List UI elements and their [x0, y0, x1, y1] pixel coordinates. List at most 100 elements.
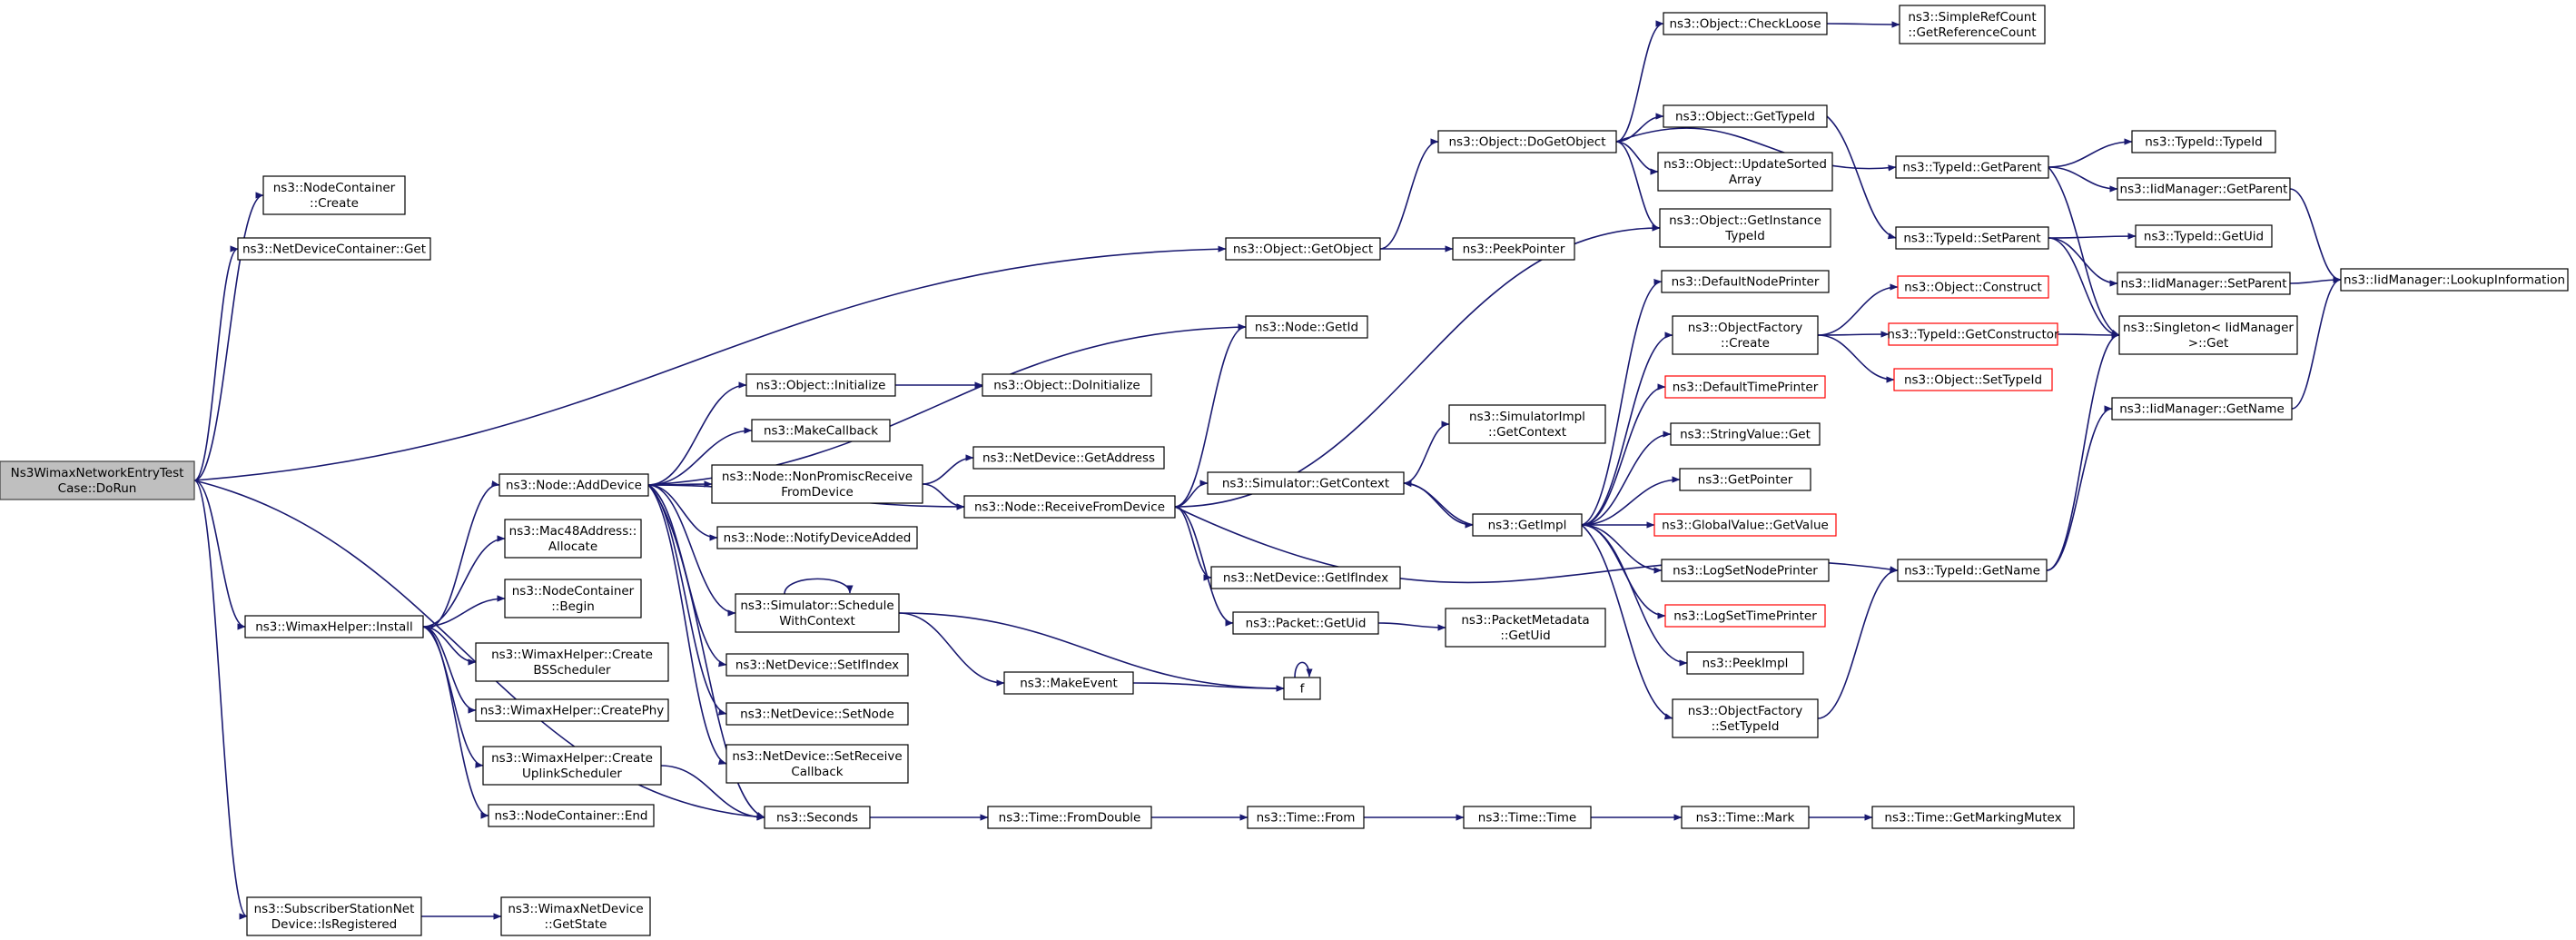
- node-label-line: ns3::WimaxHelper::Create: [491, 751, 653, 766]
- node-node-notify[interactable]: ns3::Node::NotifyDeviceAdded: [716, 526, 918, 549]
- edge-node_rfd-to-nd_getif: [1174, 506, 1212, 581]
- node-nc-begin[interactable]: ns3::NodeContainer::Begin: [504, 579, 642, 618]
- node-simimpl-getctx[interactable]: ns3::SimulatorImpl::GetContext: [1448, 404, 1606, 444]
- node-label-line: ns3::Object::GetObject: [1233, 242, 1373, 257]
- edge-sim_sched-to-makeevent: [898, 612, 1005, 687]
- edge-tid_getparent-to-singleton_get: [2048, 166, 2120, 336]
- node-obj-gettypeid[interactable]: ns3::Object::GetTypeId: [1663, 104, 1828, 128]
- node-obj-doinit[interactable]: ns3::Object::DoInitialize: [982, 373, 1152, 397]
- node-tid-getctor[interactable]: ns3::TypeId::GetConstructor: [1887, 322, 2059, 346]
- node-wnd-getstate[interactable]: ns3::WimaxNetDevice::GetState: [500, 896, 651, 936]
- node-obj-settypeid[interactable]: ns3::Object::SetTypeId: [1893, 368, 2053, 391]
- node-label-line: ns3::TypeId::GetName: [1904, 564, 2040, 579]
- node-pm-getuid[interactable]: ns3::PacketMetadata::GetUid: [1445, 608, 1606, 648]
- edge-node_npr-to-node_rfd: [922, 483, 965, 510]
- node-gv-getvalue[interactable]: ns3::GlobalValue::GetValue: [1653, 513, 1837, 537]
- node-label-line: ns3::WimaxHelper::Create: [491, 648, 653, 662]
- node-sim-getctx[interactable]: ns3::Simulator::GetContext: [1207, 471, 1405, 495]
- edge-wh_install-to-nc_begin: [422, 595, 506, 628]
- node-sv-get[interactable]: ns3::StringValue::Get: [1670, 422, 1821, 446]
- edge-node_rfd-to-sim_getctx: [1174, 480, 1209, 508]
- node-time-mark[interactable]: ns3::Time::Mark: [1681, 806, 1810, 829]
- node-label-line: ::GetReferenceCount: [1908, 25, 2036, 40]
- node-tid-getparent[interactable]: ns3::TypeId::GetParent: [1895, 155, 2049, 179]
- edge-root-to-ss_isreg: [193, 480, 248, 920]
- node-wh-phy[interactable]: ns3::WimaxHelper::CreatePhy: [475, 698, 669, 722]
- node-tid-getuid[interactable]: ns3::TypeId::GetUid: [2135, 224, 2273, 248]
- node-of-create[interactable]: ns3::ObjectFactory::Create: [1672, 315, 1819, 355]
- node-node-rfd[interactable]: ns3::Node::ReceiveFromDevice: [963, 495, 1176, 519]
- node-ss-isreg[interactable]: ns3::SubscriberStationNetDevice::IsRegis…: [246, 896, 422, 936]
- node-box: [2135, 224, 2273, 248]
- node-time-from[interactable]: ns3::Time::From: [1247, 806, 1365, 829]
- node-nc-create[interactable]: ns3::NodeContainer::Create: [262, 175, 406, 215]
- node-node-adddev[interactable]: ns3::Node::AddDevice: [498, 473, 649, 497]
- node-tid-setparent[interactable]: ns3::TypeId::SetParent: [1895, 226, 2049, 250]
- node-wh-install[interactable]: ns3::WimaxHelper::Install: [244, 615, 424, 638]
- node-box: [500, 896, 651, 936]
- node-nd-getaddr[interactable]: ns3::NetDevice::GetAddress: [972, 446, 1165, 470]
- node-box: [237, 237, 431, 261]
- edge-getimpl-to-peekimpl: [1581, 524, 1688, 667]
- node-label-line: ns3::TypeId::GetConstructor: [1887, 328, 2059, 342]
- node-of-settypeid[interactable]: ns3::ObjectFactory::SetTypeId: [1672, 698, 1819, 738]
- edge-obj_dogetobject-to-obj_updatesorted: [1615, 141, 1659, 175]
- edge-iid_getparent-to-iid_lookup: [2289, 188, 2342, 283]
- node-obj-init[interactable]: ns3::Object::Initialize: [745, 373, 896, 397]
- node-deftimeprinter[interactable]: ns3::DefaultTimePrinter: [1664, 375, 1826, 399]
- node-logsetnode[interactable]: ns3::LogSetNodePrinter: [1661, 559, 1830, 582]
- node-src-getref[interactable]: ns3::SimpleRefCount::GetReferenceCount: [1899, 5, 2046, 45]
- node-time-fromdouble[interactable]: ns3::Time::FromDouble: [987, 806, 1152, 829]
- node-label-line: ns3::MakeCallback: [764, 424, 878, 439]
- node-tid-typeid[interactable]: ns3::TypeId::TypeId: [2131, 130, 2276, 153]
- node-label-line: ns3::GetPointer: [1698, 473, 1793, 488]
- node-label-line: ns3::Time::From: [1257, 811, 1356, 826]
- node-box: [1653, 513, 1837, 537]
- node-seconds[interactable]: ns3::Seconds: [764, 806, 871, 829]
- edge-obj_dogetobject-to-obj_checkloose: [1615, 20, 1664, 143]
- node-makecb[interactable]: ns3::MakeCallback: [751, 419, 891, 442]
- node-mac48[interactable]: ns3::Mac48Address::Allocate: [504, 519, 642, 559]
- node-nd-setnode[interactable]: ns3::NetDevice::SetNode: [725, 702, 909, 726]
- node-time-time[interactable]: ns3::Time::Time: [1463, 806, 1592, 829]
- node-makeevent[interactable]: ns3::MakeEvent: [1003, 671, 1134, 695]
- edge-of_create-to-obj_settypeid: [1817, 334, 1895, 383]
- node-obj-checkloose[interactable]: ns3::Object::CheckLoose: [1663, 12, 1828, 35]
- node-obj-construct[interactable]: ns3::Object::Construct: [1897, 275, 2049, 299]
- edge-node_adddev-to-makecb: [647, 427, 753, 486]
- edge-wh_install-to-node_adddev: [422, 480, 500, 629]
- node-iid-getparent[interactable]: ns3::IidManager::GetParent: [2117, 177, 2291, 201]
- node-logsettime[interactable]: ns3::LogSetTimePrinter: [1664, 604, 1826, 628]
- node-label-line: ns3::Simulator::GetContext: [1222, 477, 1389, 491]
- node-peekpointer[interactable]: ns3::PeekPointer: [1452, 237, 1575, 261]
- node-defnodeprinter[interactable]: ns3::DefaultNodePrinter: [1661, 270, 1830, 293]
- node-peekimpl[interactable]: ns3::PeekImpl: [1686, 651, 1804, 675]
- node-obj-getobject[interactable]: ns3::Object::GetObject: [1225, 237, 1381, 261]
- node-time-getmutex[interactable]: ns3::Time::GetMarkingMutex: [1871, 806, 2075, 829]
- node-singleton-get[interactable]: ns3::Singleton< IidManager >::Get: [2118, 315, 2298, 355]
- node-nd-getif[interactable]: ns3::NetDevice::GetIfIndex: [1210, 566, 1401, 589]
- node-iid-getname[interactable]: ns3::IidManager::GetName: [2111, 397, 2293, 421]
- node-box: [716, 526, 918, 549]
- node-f[interactable]: f: [1283, 677, 1321, 700]
- node-iid-setparent[interactable]: ns3::IidManager::SetParent: [2117, 272, 2291, 295]
- node-getimpl[interactable]: ns3::GetImpl: [1472, 513, 1583, 537]
- node-pkt-getuid[interactable]: ns3::Packet::GetUid: [1232, 611, 1379, 635]
- node-getpointer[interactable]: ns3::GetPointer: [1679, 468, 1811, 491]
- node-tid-getname[interactable]: ns3::TypeId::GetName: [1897, 559, 2048, 582]
- node-nc-end[interactable]: ns3::NodeContainer::End: [488, 804, 655, 827]
- node-nd-setif[interactable]: ns3::NetDevice::SetIfIndex: [725, 653, 909, 677]
- node-ndc-get[interactable]: ns3::NetDeviceContainer::Get: [237, 237, 431, 261]
- node-node-getid[interactable]: ns3::Node::GetId: [1245, 315, 1368, 339]
- node-iid-lookup[interactable]: ns3::IidManager::LookupInformation: [2340, 268, 2569, 292]
- node-obj-dogetobject[interactable]: ns3::Object::DoGetObject: [1437, 130, 1617, 153]
- node-label-line: Ns3WimaxNetworkEntryTest: [11, 466, 184, 480]
